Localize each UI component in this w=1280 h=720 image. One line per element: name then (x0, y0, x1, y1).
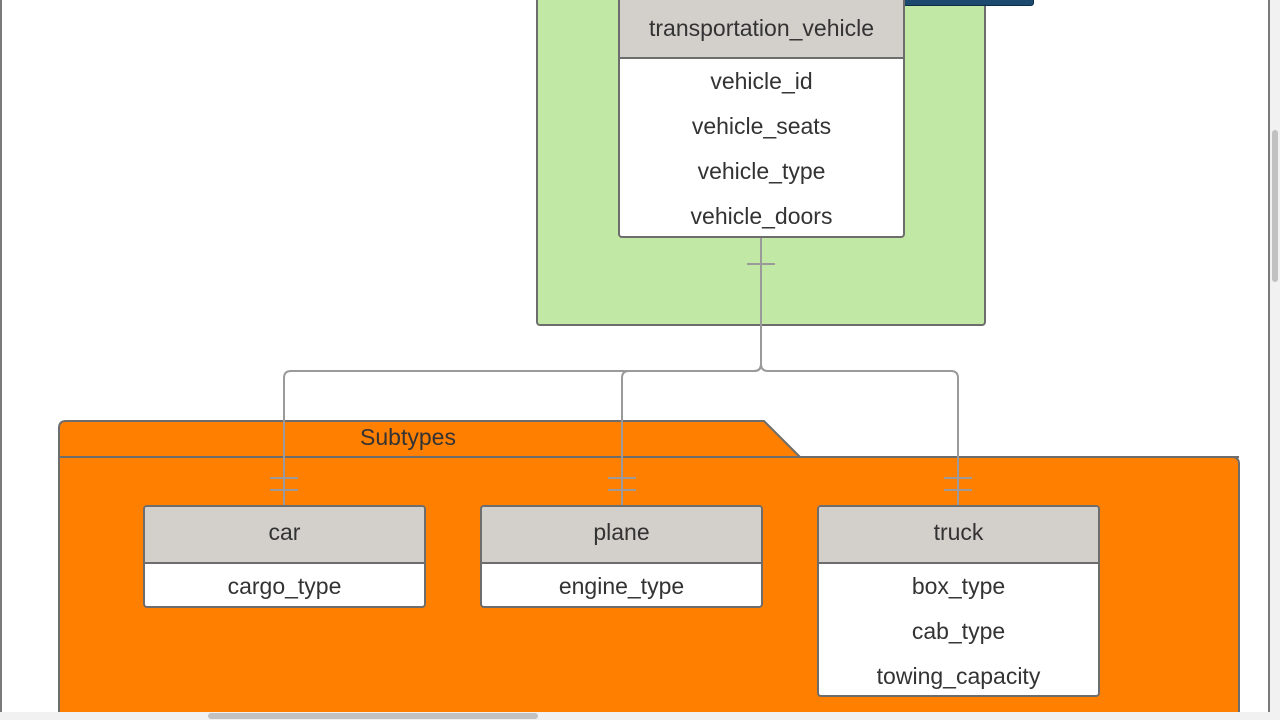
entity-attribute: vehicle_type (697, 158, 826, 184)
subtypes-group-label: Subtypes (360, 424, 456, 450)
entity-truck[interactable]: truck box_type cab_type towing_capacity (817, 505, 1100, 697)
vertical-scrollbar[interactable] (1270, 0, 1280, 712)
cardinality-marker-truck (944, 477, 972, 491)
entity-attribute: box_type (911, 573, 1006, 599)
entity-attribute: towing_capacity (876, 663, 1041, 689)
entity-name: truck (819, 507, 1098, 564)
canvas-right-edge (1268, 0, 1270, 712)
cardinality-marker-car (270, 477, 298, 491)
entity-attribute: vehicle_seats (691, 113, 832, 139)
entity-transportation-vehicle[interactable]: transportation_vehicle vehicle_id vehicl… (618, 0, 905, 238)
entity-attribute: vehicle_id (710, 68, 813, 94)
entity-attribute: cab_type (911, 618, 1006, 644)
entity-plane[interactable]: plane engine_type (480, 505, 763, 608)
entity-attribute: vehicle_doors (690, 203, 833, 229)
entity-name: car (145, 507, 424, 564)
horizontal-scrollbar[interactable] (0, 712, 1280, 720)
vertical-scrollbar-thumb[interactable] (1272, 130, 1278, 282)
entity-attribute: cargo_type (227, 573, 342, 599)
relationship-connector[interactable] (283, 237, 959, 505)
horizontal-scrollbar-thumb[interactable] (208, 713, 538, 719)
entity-attribute: engine_type (558, 573, 685, 599)
cardinality-marker-plane (608, 477, 636, 491)
entity-name: transportation_vehicle (620, 0, 903, 59)
entity-name: plane (482, 507, 761, 564)
canvas-left-edge (0, 0, 2, 712)
entity-car[interactable]: car cargo_type (143, 505, 426, 608)
